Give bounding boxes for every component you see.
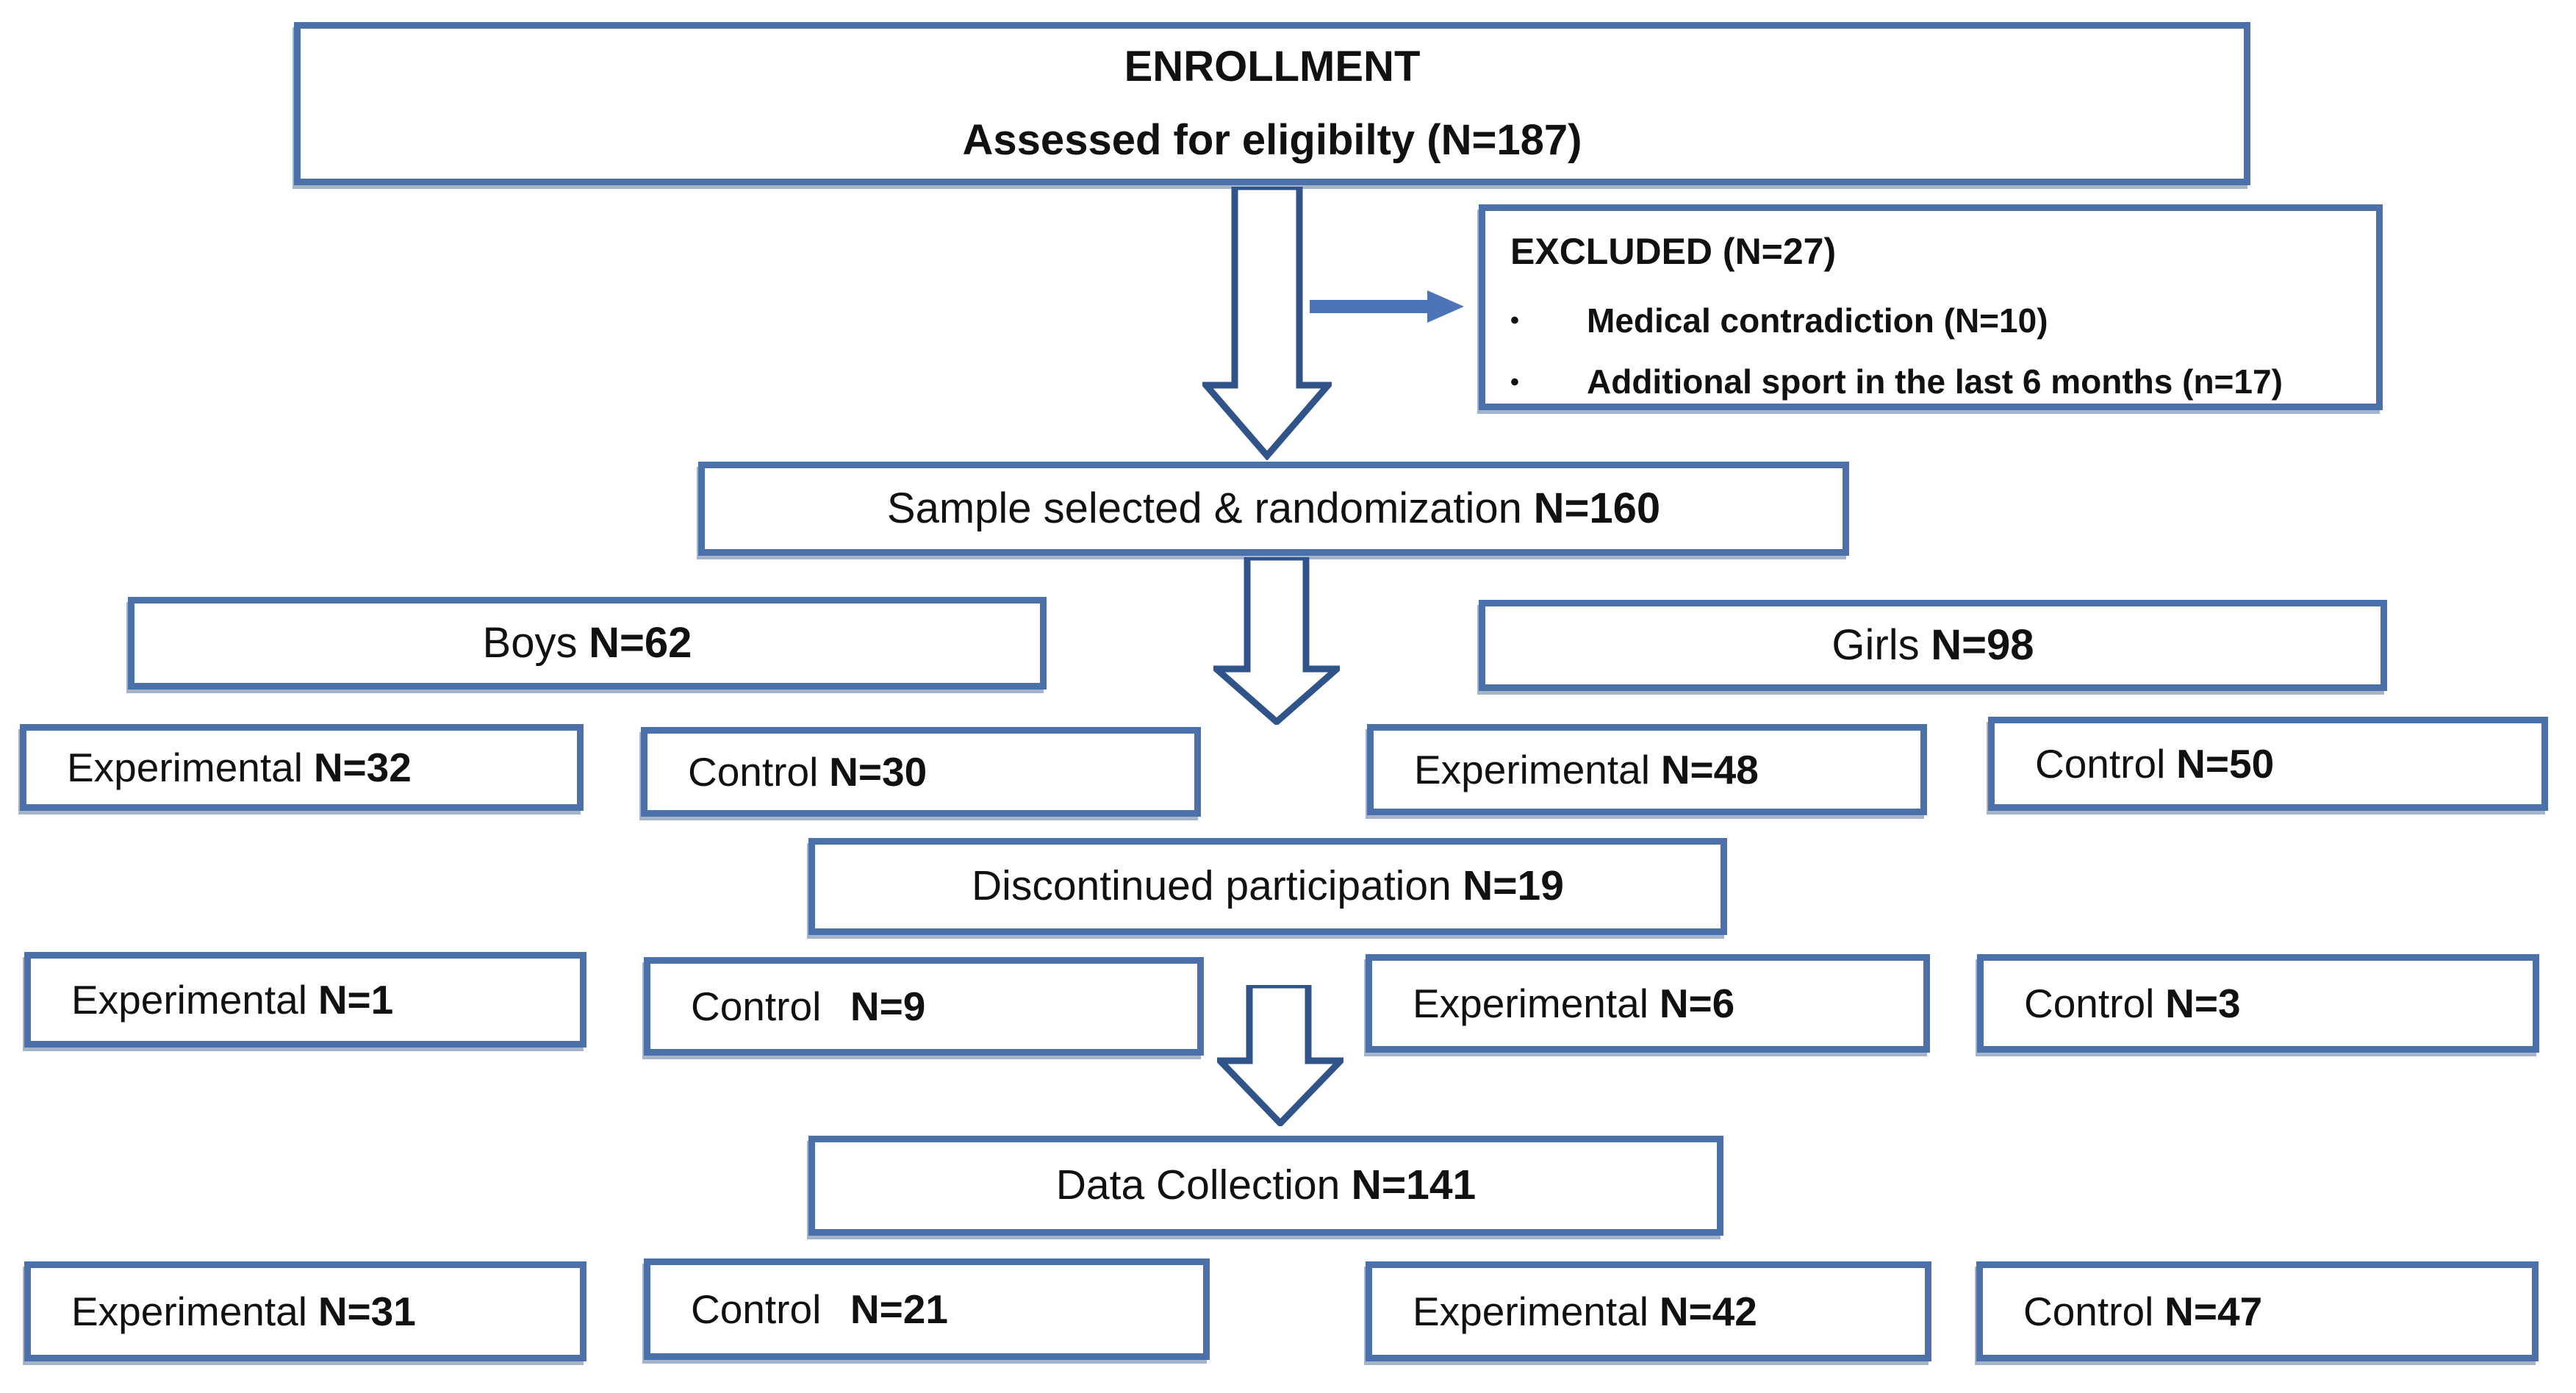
group-n: N=6 [1659, 980, 1735, 1026]
enrollment-subtitle: Assessed for eligibilty (N=187) [962, 116, 1582, 164]
group-box-experimental: Experimental N=48 [1367, 724, 1927, 815]
group-label: Experimental [67, 744, 303, 790]
group-box-control: Control N=9 [644, 957, 1204, 1056]
excluded-bullet-row: • Additional sport in the last 6 months … [1510, 361, 2358, 404]
down-block-arrow-icon [1202, 187, 1332, 460]
down-block-arrow-icon [1217, 985, 1343, 1126]
boys-label: Boys [482, 618, 578, 667]
group-n: N=47 [2164, 1288, 2263, 1334]
down-block-arrow-icon [1213, 557, 1340, 725]
enrollment-title: ENROLLMENT [1124, 42, 1421, 90]
group-label: Control [2024, 980, 2155, 1026]
group-label: Control [691, 983, 822, 1029]
excluded-title: EXCLUDED (N=27) [1510, 231, 1837, 272]
boys-box: Boys N=62 [128, 597, 1047, 690]
group-label: Experimental [1413, 980, 1648, 1026]
group-label: Control [2023, 1288, 2154, 1334]
right-arrow-icon [1310, 290, 1464, 323]
sample-n: N=160 [1533, 484, 1661, 532]
excluded-bullet-text: Medical contradiction (N=10) [1587, 301, 2048, 340]
sample-randomization-box: Sample selected & randomization N=160 [698, 462, 1849, 556]
enrollment-box: ENROLLMENT Assessed for eligibilty (N=18… [294, 22, 2250, 185]
group-n: N=21 [850, 1286, 948, 1332]
discontinued-label: Discontinued participation [972, 862, 1452, 910]
group-n: N=32 [313, 744, 412, 790]
group-box-control: Control N=47 [1976, 1261, 2539, 1361]
group-n: N=9 [850, 983, 926, 1029]
group-n: N=3 [2165, 980, 2241, 1026]
group-label: Control [691, 1286, 822, 1332]
group-label: Experimental [71, 1288, 307, 1334]
excluded-box: EXCLUDED (N=27) • Medical contradiction … [1479, 204, 2383, 410]
girls-label: Girls [1831, 620, 1920, 669]
data-collection-label: Data Collection [1055, 1161, 1341, 1209]
group-box-experimental: Experimental N=31 [24, 1261, 586, 1361]
girls-n: N=98 [1931, 620, 2034, 669]
excluded-bullet-row: • Medical contradiction (N=10) [1510, 300, 2358, 343]
group-n: N=30 [829, 748, 928, 795]
girls-box: Girls N=98 [1479, 600, 2387, 691]
group-n: N=42 [1659, 1288, 1757, 1334]
group-n: N=50 [2176, 740, 2275, 787]
discontinued-box: Discontinued participation N=19 [808, 838, 1727, 935]
group-box-experimental: Experimental N=1 [24, 952, 586, 1048]
group-box-control: Control N=50 [1988, 717, 2548, 811]
group-label: Control [688, 748, 819, 795]
group-n: N=48 [1660, 746, 1759, 792]
group-box-control: Control N=21 [644, 1258, 1210, 1360]
bullet-icon: • [1510, 307, 1519, 335]
bullet-icon: • [1510, 368, 1519, 396]
discontinued-n: N=19 [1463, 862, 1564, 910]
group-box-experimental: Experimental N=32 [20, 724, 584, 811]
group-label: Experimental [1413, 1288, 1648, 1334]
group-n: N=1 [317, 976, 394, 1023]
group-box-control: Control N=30 [641, 727, 1201, 817]
group-box-experimental: Experimental N=42 [1366, 1261, 1931, 1361]
data-collection-box: Data Collection N=141 [808, 1136, 1723, 1236]
group-n: N=31 [317, 1288, 416, 1334]
sample-label: Sample selected & randomization [886, 484, 1522, 532]
group-box-experimental: Experimental N=6 [1366, 954, 1930, 1053]
excluded-bullet-text: Additional sport in the last 6 months (n… [1587, 362, 2283, 401]
group-label: Experimental [71, 976, 307, 1023]
group-label: Experimental [1414, 746, 1650, 792]
group-box-control: Control N=3 [1977, 954, 2539, 1053]
data-collection-n: N=141 [1351, 1161, 1477, 1209]
boys-n: N=62 [589, 618, 692, 667]
group-label: Control [2035, 740, 2166, 787]
